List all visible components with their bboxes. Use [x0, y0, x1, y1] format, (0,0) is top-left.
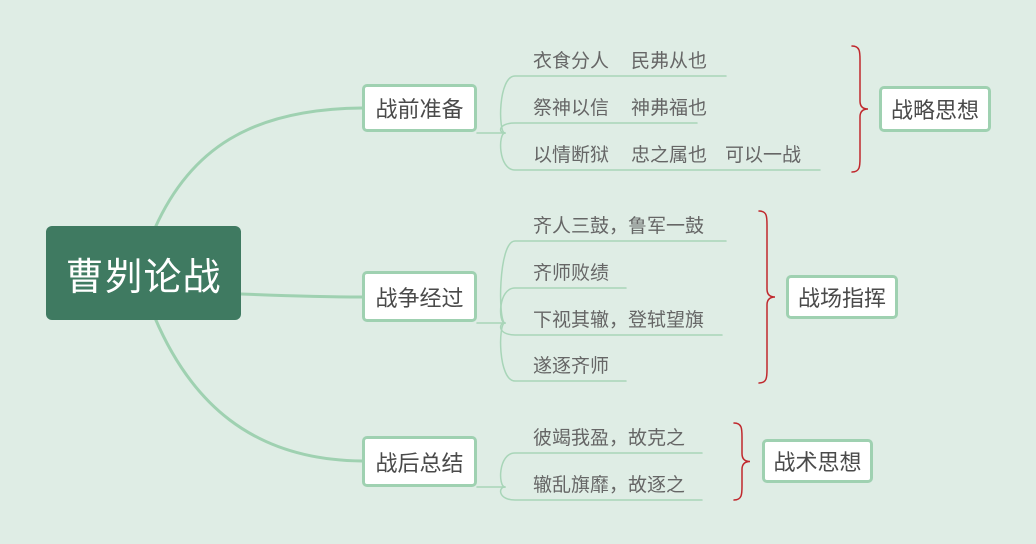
- leaf-item[interactable]: 以情断狱忠之属也可以一战: [533, 144, 802, 166]
- leaf-underline: [499, 486, 703, 501]
- root-node[interactable]: 曹刿论战: [46, 226, 241, 320]
- leaf-underline: [499, 132, 821, 171]
- summary-label: 战场指挥: [797, 287, 886, 312]
- leaf-item[interactable]: 齐师败绩: [533, 262, 610, 284]
- brace-command: [758, 210, 776, 384]
- summary-node-strategy[interactable]: 战略思想: [879, 86, 991, 132]
- leaf-item[interactable]: 辙乱旗靡，故逐之: [533, 474, 686, 496]
- leaf-item[interactable]: 衣食分人民弗从也: [533, 50, 708, 72]
- summary-braces: [733, 45, 869, 501]
- leaf-item[interactable]: 遂逐齐师: [533, 355, 610, 377]
- leaf-underline: [499, 452, 703, 488]
- branch-label: 战后总结: [375, 451, 464, 477]
- root-label: 曹刿论战: [65, 254, 222, 299]
- branch-label: 战争经过: [375, 286, 464, 312]
- root-to-branch-line: [153, 106, 364, 230]
- leaf-item[interactable]: 祭神以信神弗福也: [533, 97, 708, 119]
- leaf-item[interactable]: 齐人三鼓，鲁军一鼓: [533, 215, 705, 237]
- summary-node-tactics[interactable]: 战术思想: [762, 439, 873, 483]
- summary-node-command[interactable]: 战场指挥: [786, 275, 898, 319]
- branch-node-prewar[interactable]: 战前准备: [362, 84, 477, 132]
- root-to-branch-line: [153, 316, 364, 463]
- brace-strategy: [851, 45, 869, 173]
- leaf-underline: [499, 122, 698, 134]
- leaf-underline: [499, 75, 727, 134]
- branch-node-battle[interactable]: 战争经过: [362, 271, 477, 322]
- root-to-branch-line: [239, 292, 364, 299]
- branch-node-postwar[interactable]: 战后总结: [362, 436, 477, 487]
- leaf-underline: [499, 322, 627, 382]
- branch-label: 战前准备: [375, 98, 464, 123]
- leaf-item[interactable]: 彼竭我盈，故克之: [533, 427, 686, 449]
- summary-label: 战术思想: [773, 451, 862, 476]
- connector-lines: [153, 75, 821, 501]
- leaf-item[interactable]: 下视其辙，登轼望旗: [533, 309, 705, 331]
- brace-tactics: [733, 422, 751, 501]
- summary-label: 战略思想: [890, 99, 979, 124]
- leaf-underline: [499, 287, 627, 324]
- leaf-underline: [499, 240, 727, 324]
